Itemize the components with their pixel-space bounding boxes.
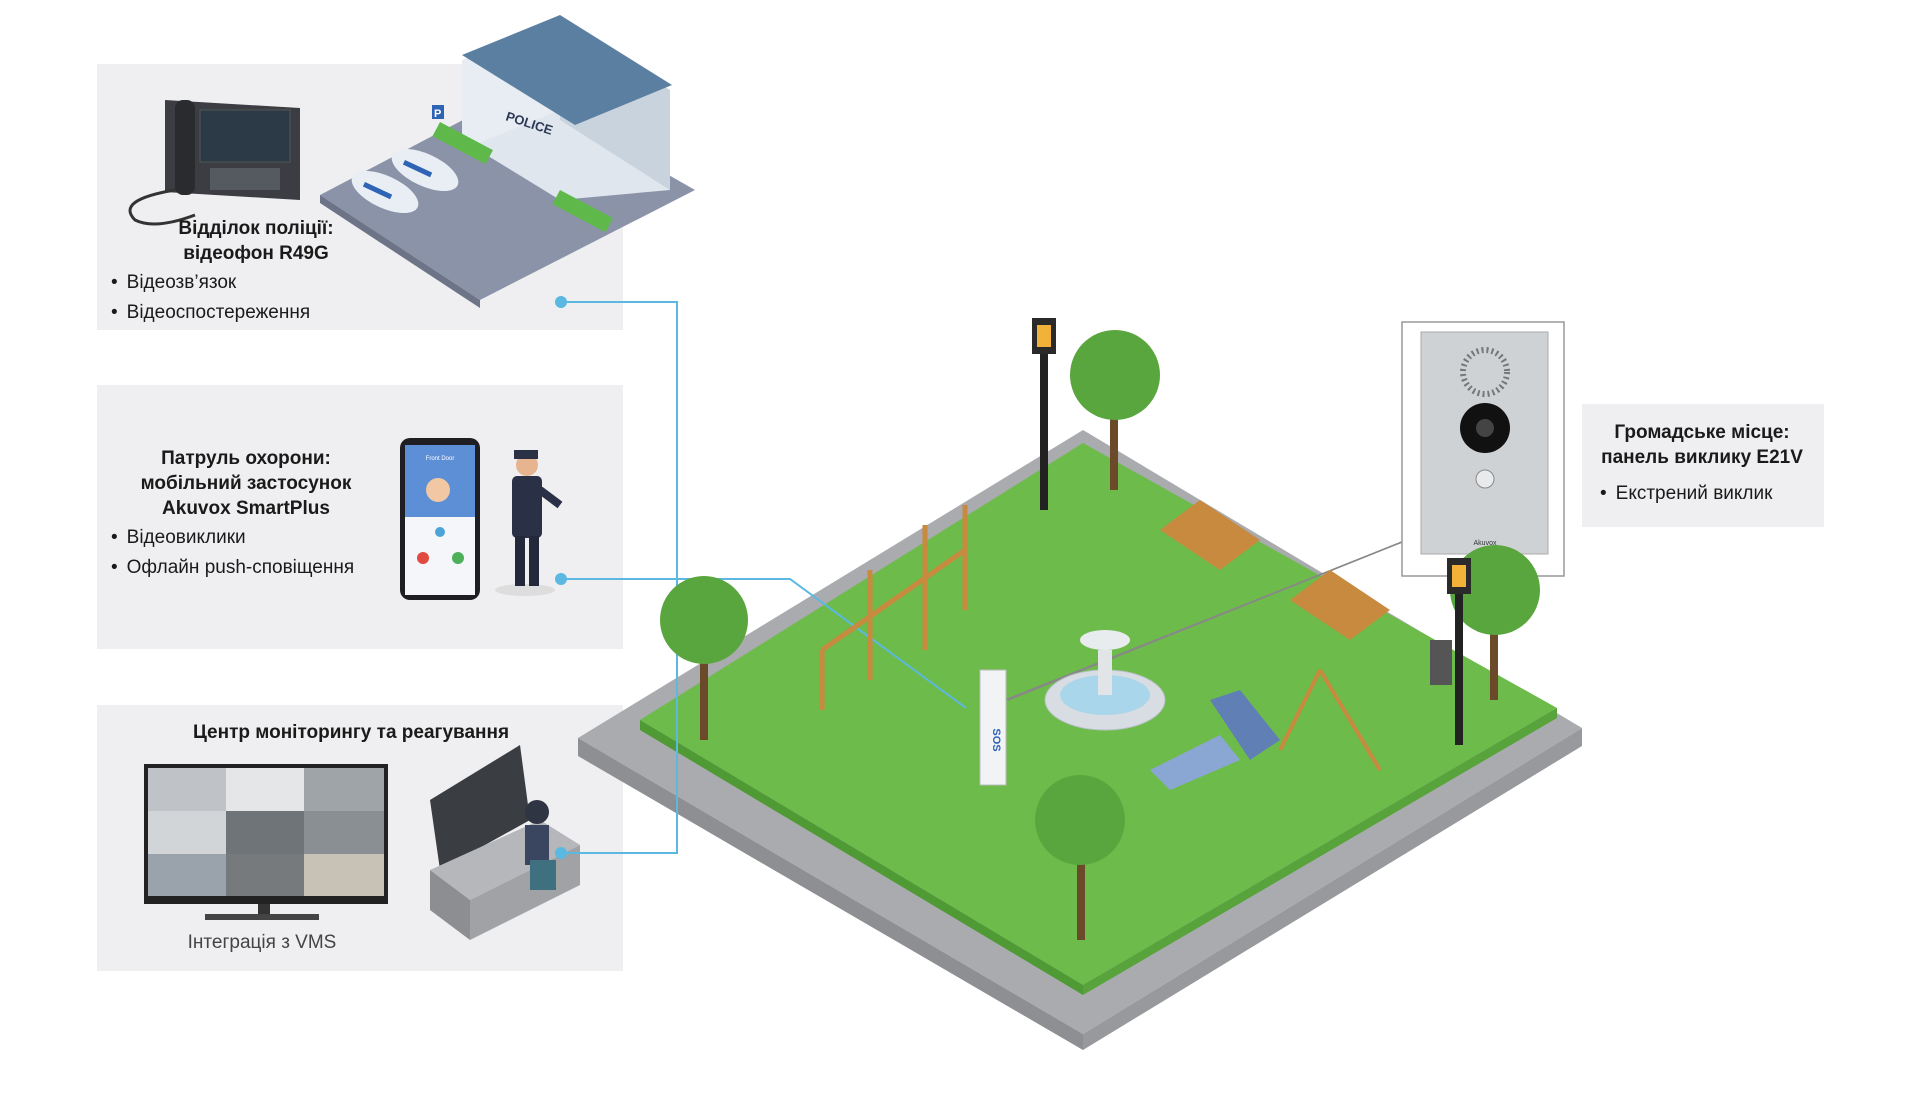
parking-sign: P	[434, 108, 441, 120]
police-title-line2: відеофон R49G	[183, 243, 329, 264]
feature-item: Екстрений виклик	[1600, 479, 1773, 509]
police-title-line1: Відділок поліції:	[178, 218, 334, 239]
patrol-title: Патруль охорони: мобільний застосунок Ak…	[141, 446, 352, 521]
connector-lines	[555, 296, 967, 859]
feature-item: Відеовиклики	[111, 523, 354, 553]
feature-item: Офлайн push-сповіщення	[111, 553, 355, 583]
police-station-illustration: POLICE P	[320, 15, 695, 308]
public-place-title: Громадське місце: панель виклику E21V	[1601, 420, 1803, 470]
public-place-title-line2: панель виклику E21V	[1601, 447, 1803, 468]
public-place-features: Екстрений виклик	[1600, 479, 1773, 509]
patrol-title-line1: Патруль охорони:	[161, 448, 331, 469]
patrol-title-line2: мобільний застосунок	[140, 473, 352, 494]
monitoring-title: Центр моніторингу та реагування	[192, 722, 510, 743]
vms-monitor-illustration	[144, 764, 388, 920]
vms-caption: Інтеграція з VMS	[187, 932, 337, 953]
panel-brand: Akuvox	[1474, 540, 1497, 547]
desk-videophone-illustration	[128, 100, 300, 226]
public-place-title-line1: Громадське місце:	[1614, 422, 1790, 443]
feature-item: Відеозв’язок	[111, 268, 310, 298]
sos-label: SOS	[990, 728, 1002, 751]
patrol-features: Відеовиклики Офлайн push-сповіщення	[111, 523, 355, 583]
park-objects: SOS	[660, 318, 1540, 940]
tree	[1070, 330, 1160, 490]
patrol-title-line3: Akuvox SmartPlus	[162, 498, 330, 519]
phone-screen-title: Front Door	[426, 456, 455, 462]
smartphone-illustration: Front Door	[400, 438, 480, 600]
police-features: Відеозв’язок Відеоспостереження	[111, 268, 311, 328]
e21v-panel-illustration: Akuvox	[1420, 331, 1549, 555]
operator-desk-illustration	[430, 745, 580, 940]
police-title: Відділок поліції: відеофон R49G	[178, 216, 333, 266]
security-guard-illustration	[495, 450, 563, 596]
feature-item: Відеоспостереження	[111, 298, 311, 328]
